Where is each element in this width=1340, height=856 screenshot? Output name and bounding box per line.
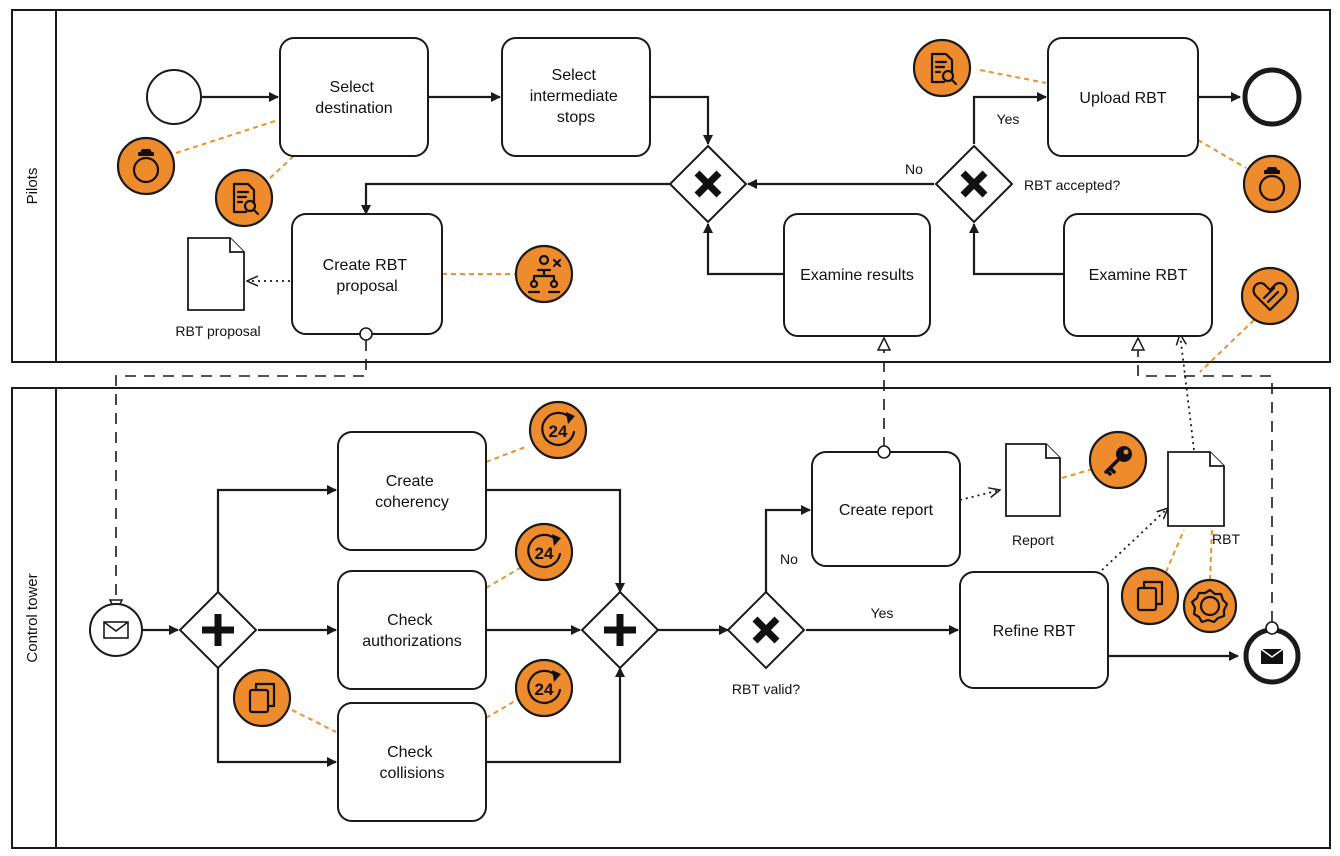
label-rbt-accepted: RBT accepted?: [1024, 177, 1120, 193]
plus-mark: [202, 614, 234, 646]
people-choice-icon: [514, 244, 574, 304]
key-icon: [1088, 430, 1148, 490]
task-label: Examine RBT: [1089, 267, 1188, 284]
message-start-event[interactable]: [89, 603, 143, 657]
seal-icon: [1182, 578, 1238, 634]
copy-icon: [232, 668, 292, 728]
task-label: Examine results: [800, 267, 914, 284]
data-object-label: RBT: [1212, 531, 1240, 547]
label-no-tower: No: [780, 551, 798, 567]
filled-envelope-icon: [1260, 648, 1284, 664]
x-mark: [960, 170, 988, 198]
label-yes-tower: Yes: [871, 605, 894, 621]
flow-accepted-yes: [972, 92, 1047, 144]
gateway-rbt-accepted[interactable]: [934, 144, 1014, 224]
flow-fork-to-coherency: [216, 485, 337, 592]
task-examine-rbt[interactable]: Examine RBT: [1063, 213, 1213, 337]
sequence-flows: [142, 92, 1241, 767]
clock-24-icon: 24: [528, 400, 588, 460]
task-select-intermediate-stops[interactable]: Select intermediate stops: [501, 37, 651, 157]
flow-collisions-to-join: [486, 667, 625, 764]
flow-stops-to-gateway: [650, 95, 713, 145]
x-mark: [752, 616, 780, 644]
flow-fork-to-collisions: [216, 668, 337, 767]
svg-text:24: 24: [549, 422, 568, 441]
flow-valid-no: [764, 505, 811, 592]
document-search-icon: [214, 168, 274, 228]
gateway-parallel-join[interactable]: [580, 590, 660, 670]
gateway-exclusive-pilots-left[interactable]: [668, 144, 748, 224]
gateway-rbt-valid[interactable]: [726, 590, 806, 670]
x-mark: [694, 170, 722, 198]
label-rbt-valid: RBT valid?: [732, 681, 800, 697]
task-examine-results[interactable]: Examine results: [783, 213, 931, 337]
clock-24-icon: 24: [514, 522, 574, 582]
data-object-label: Report: [1012, 532, 1054, 548]
document-search-icon: [912, 38, 972, 98]
task-label: Create report: [839, 502, 934, 519]
flow-examine-rbt-to-gateway: [969, 223, 1064, 276]
task-check-collisions[interactable]: Check collisions: [337, 702, 487, 822]
task-label: Check collisions: [380, 744, 445, 782]
lane-label-control-tower: Control tower: [24, 573, 41, 662]
data-associations: [247, 281, 1195, 571]
start-event[interactable]: [146, 69, 202, 125]
task-label: Upload RBT: [1079, 90, 1166, 107]
flow-results-to-gateway: [703, 223, 784, 276]
orange-associations: [175, 69, 1255, 733]
flow-gateway-to-proposal: [361, 182, 670, 215]
svg-text:24: 24: [535, 544, 554, 563]
task-label: Create coherency: [375, 473, 449, 511]
copy-icon: [1120, 566, 1180, 626]
handshake-heart-icon: [1240, 266, 1300, 326]
task-create-rbt-proposal[interactable]: Create RBT proposal: [291, 213, 443, 341]
task-label: Select destination: [315, 79, 392, 117]
data-object-rbt[interactable]: RBT: [1167, 451, 1240, 547]
task-create-report[interactable]: Create report: [811, 445, 961, 567]
task-label: Check authorizations: [362, 612, 462, 650]
task-create-coherency[interactable]: Create coherency: [337, 431, 487, 551]
ring-icon: [1242, 154, 1302, 214]
task-label: Select intermediate stops: [530, 67, 623, 126]
task-label: Create RBT proposal: [323, 257, 412, 295]
gateway-parallel-fork[interactable]: [178, 590, 258, 670]
task-check-authorizations[interactable]: Check authorizations: [337, 570, 487, 690]
flow-coherency-to-join: [486, 488, 625, 593]
message-end-event[interactable]: [1243, 621, 1301, 685]
end-event[interactable]: [1242, 67, 1302, 127]
task-label: Refine RBT: [993, 623, 1076, 640]
ring-icon: [116, 136, 176, 196]
task-refine-rbt[interactable]: Refine RBT: [959, 571, 1109, 689]
task-upload-rbt[interactable]: Upload RBT: [1047, 37, 1199, 157]
data-object-label: RBT proposal: [175, 323, 260, 339]
message-flow-rbt: [1137, 338, 1273, 622]
label-no-pilots: No: [905, 161, 923, 177]
plus-mark: [604, 614, 636, 646]
lane-label-pilots: Pilots: [24, 168, 41, 205]
data-object-report[interactable]: Report: [1005, 443, 1061, 548]
clock-24-icon: 24: [514, 658, 574, 718]
svg-text:24: 24: [535, 680, 554, 699]
data-object-rbt-proposal[interactable]: RBT proposal: [175, 237, 261, 339]
task-select-destination[interactable]: Select destination: [279, 37, 429, 157]
message-flow-proposal: [115, 340, 367, 604]
envelope-icon: [103, 621, 129, 639]
label-yes-pilots: Yes: [997, 111, 1020, 127]
